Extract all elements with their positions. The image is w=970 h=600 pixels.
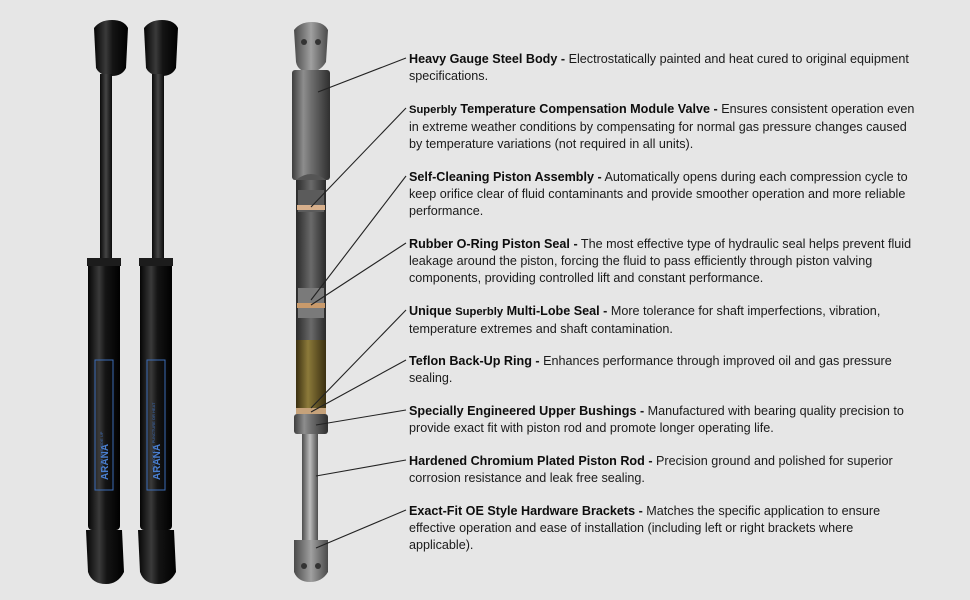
feature-description: More tolerance for shaft imperfections, …: [409, 304, 881, 336]
bracket-bottom-icon: [294, 540, 328, 582]
feature-multi-lobe-seal: Unique Superbly Multi-Lobe Seal - More t…: [409, 304, 881, 336]
leader-line: [315, 409, 407, 426]
piston-rod: [152, 74, 164, 260]
end-fitting-top-icon: [144, 20, 178, 76]
cutaway-strut: [292, 22, 330, 582]
feature-description: Matches the specific application to ensu…: [409, 504, 881, 552]
feature-title: Self-Cleaning Piston Assembly: [409, 170, 594, 184]
feature-title: Temperature Compensation Module Valve: [460, 102, 710, 116]
leader-line: [315, 509, 407, 549]
bracket-top-icon: [294, 22, 328, 72]
strut-label: [94, 359, 114, 491]
gas-strut-left-1: ARANA PUSH THIS SIDE UP: [86, 20, 128, 584]
feature-backup-ring: Teflon Back-Up Ring - Enhances performan…: [409, 354, 892, 385]
feature-title-tail: Multi-Lobe Seal: [506, 304, 600, 318]
leader-line: [317, 57, 407, 93]
feature-title: Hardened Chromium Plated Piston Rod: [409, 454, 645, 468]
feature-description: Electrostatically painted and heat cured…: [409, 52, 909, 83]
feature-description: Manufactured with bearing quality precis…: [409, 404, 904, 435]
steel-body-upper: [292, 70, 330, 180]
leader-lines: [310, 57, 407, 549]
strut-body: [140, 258, 172, 530]
feature-piston-assembly: Self-Cleaning Piston Assembly - Automati…: [409, 170, 908, 218]
feature-title: Unique: [409, 304, 452, 318]
strut-brand-text: ARANA: [152, 444, 163, 480]
feature-title-mid: Superbly: [455, 306, 504, 318]
feature-oring-seal: Rubber O-Ring Piston Seal - The most eff…: [409, 237, 912, 285]
leader-line: [310, 309, 407, 409]
end-fitting-bottom-icon: [138, 530, 176, 584]
gas-strut-left-2: ARANA DO NOT CUT, PUNCTURE OR HEAT: [138, 20, 178, 584]
feature-hardware-brackets: Exact-Fit OE Style Hardware Brackets - M…: [409, 504, 881, 552]
end-fitting-top-icon: [94, 20, 128, 76]
chrome-piston-rod: [302, 434, 318, 540]
leader-line: [310, 175, 407, 301]
feature-temperature-valve: Superbly Temperature Compensation Module…: [409, 102, 915, 151]
feature-title-lead: Superbly: [409, 104, 457, 116]
feature-title: Teflon Back-Up Ring: [409, 354, 532, 368]
feature-description: Automatically opens during each compress…: [409, 170, 908, 218]
leader-line: [315, 459, 407, 477]
strut-body: [88, 258, 120, 530]
feature-title: Heavy Gauge Steel Body: [409, 52, 558, 66]
feature-description: Precision ground and polished for superi…: [409, 454, 893, 485]
feature-title: Exact-Fit OE Style Hardware Brackets: [409, 504, 636, 518]
piston-rod: [100, 74, 112, 260]
strut-brand-text: ARANA: [100, 444, 111, 480]
feature-title: Rubber O-Ring Piston Seal: [409, 237, 570, 251]
feature-title: Specially Engineered Upper Bushings: [409, 404, 637, 418]
feature-description: Ensures consistent operation even in ext…: [409, 102, 915, 151]
strut-label-line: DO NOT CUT, PUNCTURE OR HEAT: [151, 402, 156, 470]
oil-chamber: [296, 340, 326, 408]
leader-line: [310, 242, 407, 306]
leader-line: [310, 107, 407, 208]
strut-label-line: PUSH THIS SIDE UP: [99, 431, 104, 470]
feature-upper-bushings: Specially Engineered Upper Bushings - Ma…: [409, 404, 904, 435]
leader-line: [310, 359, 407, 413]
end-fitting-bottom-icon: [86, 530, 124, 584]
feature-description: The most effective type of hydraulic sea…: [409, 237, 912, 285]
strut-label: [146, 359, 166, 491]
feature-description: Enhances performance through improved oi…: [409, 354, 892, 385]
feature-steel-body: Heavy Gauge Steel Body - Electrostatical…: [409, 52, 909, 83]
feature-piston-rod: Hardened Chromium Plated Piston Rod - Pr…: [409, 454, 893, 485]
